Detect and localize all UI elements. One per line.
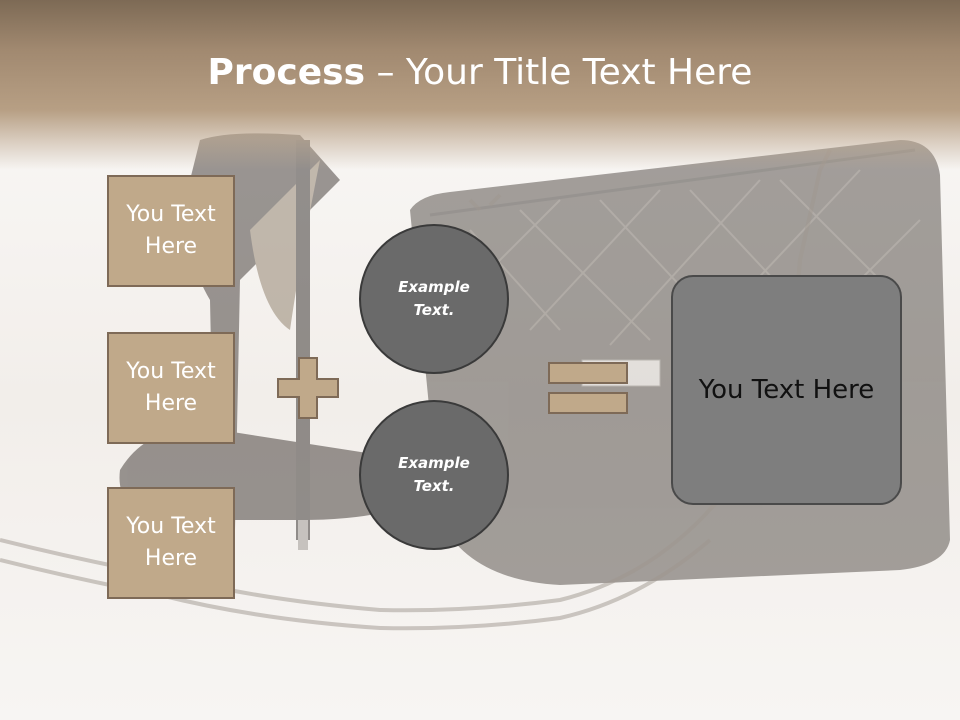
title-bold: Process	[207, 52, 366, 93]
slide-title: Process – Your Title Text Here	[0, 52, 960, 93]
text-box-2[interactable]: You Text Here	[107, 332, 235, 444]
title-rest: – Your Title Text Here	[365, 52, 753, 93]
header-band	[0, 0, 960, 170]
text-box-2-label: You Text Here	[126, 359, 216, 416]
text-box-1-label: You Text Here	[126, 202, 216, 259]
text-box-3-label: You Text Here	[126, 514, 216, 571]
result-box[interactable]: You Text Here	[671, 275, 902, 505]
result-box-label: You Text Here	[698, 375, 875, 405]
example-circle-1[interactable]: Example Text.	[359, 224, 509, 374]
equals-icon	[548, 362, 628, 414]
plus-icon	[277, 357, 339, 419]
example-circle-2[interactable]: Example Text.	[359, 400, 509, 550]
example-circle-2-label: Example Text.	[398, 454, 470, 495]
text-box-3[interactable]: You Text Here	[107, 487, 235, 599]
text-box-1[interactable]: You Text Here	[107, 175, 235, 287]
example-circle-1-label: Example Text.	[398, 278, 470, 319]
